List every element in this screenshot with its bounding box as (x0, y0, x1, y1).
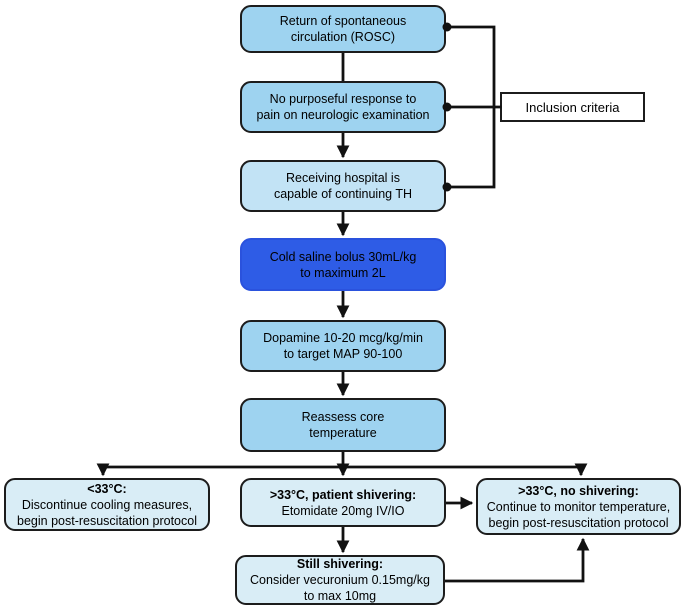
node-body: Cold saline bolus 30mL/kg to maximum 2L (269, 249, 417, 280)
inclusion-criteria-label: Inclusion criteria (500, 92, 645, 122)
node-title: >33°C, patient shivering: (269, 487, 417, 502)
inclusion-criteria-text: Inclusion criteria (525, 99, 620, 115)
node-body: Dopamine 10-20 mcg/kg/min to target MAP … (263, 331, 423, 361)
node-title: Still shivering: (296, 557, 384, 571)
node-cold-saline-bolus: Cold saline bolus 30mL/kg to maximum 2L (240, 238, 446, 291)
node-still-shivering: Still shivering: Consider vecuronium 0.1… (235, 555, 445, 605)
node-no-purposeful-response: No purposeful response to pain on neurol… (240, 81, 446, 133)
node-body: Reassess core temperature (301, 410, 385, 440)
node-below-33c: <33°C: Discontinue cooling measures, beg… (4, 478, 210, 531)
node-body: Consider vecuronium 0.15mg/kg to max 10m… (250, 573, 430, 603)
node-body: Continue to monitor temperature, begin p… (486, 499, 671, 530)
node-body: Etomidate 20mg IV/IO (281, 503, 405, 518)
node-body: No purposeful response to pain on neurol… (256, 92, 430, 122)
node-title: <33°C: (87, 481, 127, 496)
node-rosc: Return of spontaneous circulation (ROSC) (240, 5, 446, 53)
node-title: >33°C, no shivering: (518, 483, 639, 498)
node-body: Discontinue cooling measures, begin post… (17, 497, 197, 528)
node-body: Return of spontaneous circulation (ROSC) (279, 14, 407, 44)
node-reassess-temperature: Reassess core temperature (240, 398, 446, 452)
node-dopamine: Dopamine 10-20 mcg/kg/min to target MAP … (240, 320, 446, 372)
node-receiving-hospital: Receiving hospital is capable of continu… (240, 160, 446, 212)
node-body: Receiving hospital is capable of continu… (273, 171, 413, 201)
connector-still-to-no-shivering (445, 537, 590, 583)
node-above-33c-no-shivering: >33°C, no shivering: Continue to monitor… (476, 478, 681, 535)
node-above-33c-shivering: >33°C, patient shivering: Etomidate 20mg… (240, 478, 446, 527)
inclusion-bracket (445, 25, 502, 189)
